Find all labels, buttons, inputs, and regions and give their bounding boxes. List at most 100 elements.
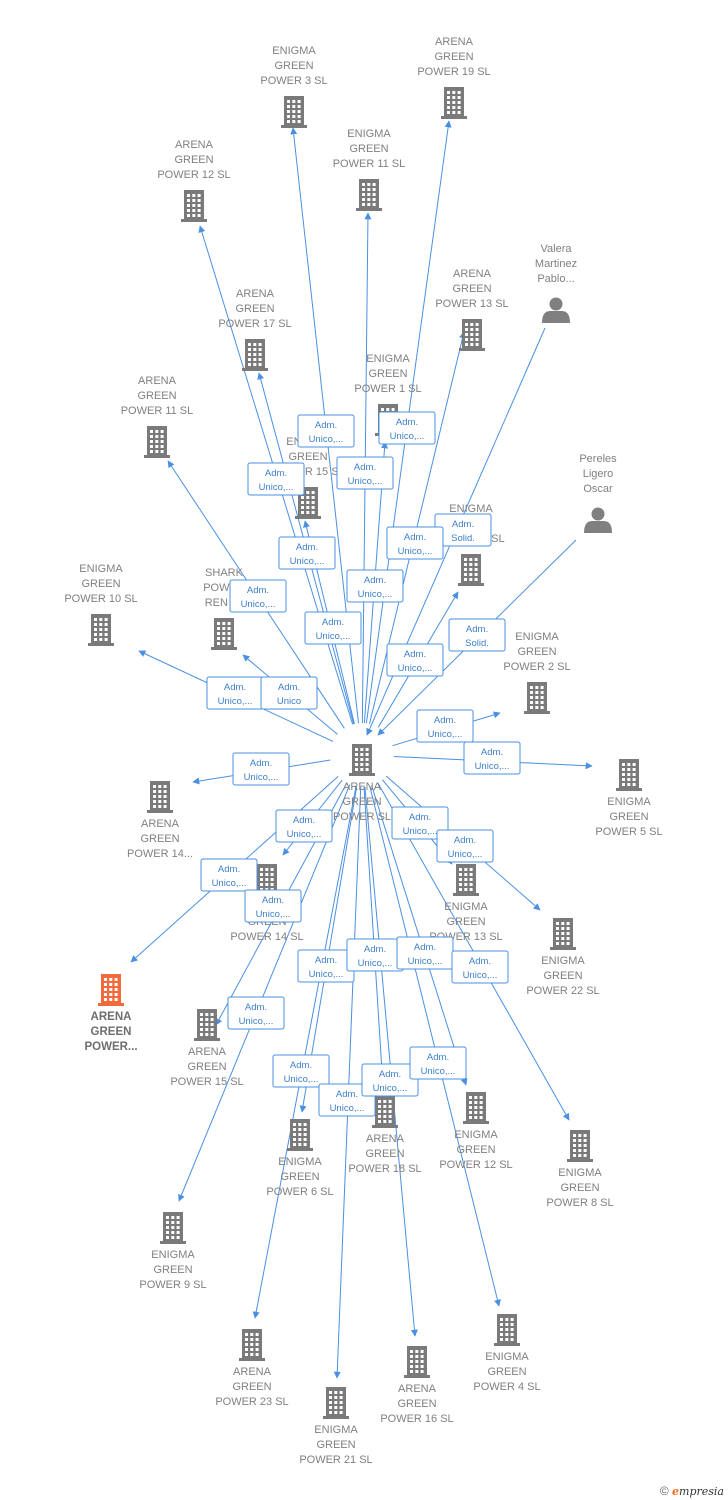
edge-label-n19[interactable]: Adm.Unico,... [391, 806, 449, 840]
edge-label-n4[interactable]: Adm.Unico,... [336, 456, 394, 490]
edge-label-n20[interactable]: Adm.Unico,... [436, 829, 494, 863]
edge-label-n21[interactable]: Adm.Unico,... [200, 858, 258, 892]
edge-label-n28[interactable]: Adm.Unico,... [272, 1054, 330, 1088]
company-icon[interactable] [458, 554, 484, 586]
company-icon[interactable] [144, 426, 170, 458]
edge-label-n30[interactable]: Adm.Unico,... [361, 1063, 419, 1097]
edge-label-n17[interactable]: Adm.Unico,... [232, 752, 290, 786]
company-icon[interactable] [494, 1314, 520, 1346]
node-label-line: GREEN [274, 60, 313, 72]
empresia-logo[interactable]: empresia [672, 1485, 724, 1498]
edge-label-n2[interactable]: Adm.Unico,... [378, 411, 436, 445]
node-label-line: POWER 19 SL [417, 66, 490, 78]
edge-label-n7[interactable]: Adm.Unico,... [278, 536, 336, 570]
edge-label-box [297, 414, 355, 448]
node-label-line: ENIGMA [449, 503, 493, 515]
edge-label-n24[interactable]: Adm.Unico,... [346, 938, 404, 972]
company-icon[interactable] [194, 1009, 220, 1041]
node-label-line: ENIGMA [347, 128, 391, 140]
company-icon[interactable] [404, 1346, 430, 1378]
node-label-line: GREEN [560, 1182, 599, 1194]
node-label-line: GREEN [543, 970, 582, 982]
company-icon[interactable] [550, 918, 576, 950]
edge-n28 [252, 786, 357, 1319]
edge-label-text: Adm. [404, 649, 426, 660]
company-icon[interactable] [88, 614, 114, 646]
node-label-line: POWER 22 SL [526, 985, 599, 997]
node-label-line: POWER 6 SL [266, 1186, 333, 1198]
node-label-line: POWER... [84, 1041, 137, 1053]
edge-label-n26[interactable]: Adm.Unico,... [451, 950, 509, 984]
edge-label-n27[interactable]: Adm.Unico,... [227, 996, 285, 1030]
company-icon[interactable] [372, 1096, 398, 1128]
edge-label-box [346, 569, 404, 603]
edge-label-text: Unico,... [316, 631, 351, 642]
company-icon[interactable] [281, 96, 307, 128]
edge-label-n31[interactable]: Adm.Unico,... [409, 1046, 467, 1080]
edge-label-text: Unico,... [348, 476, 383, 487]
node-label-line: SHARK [205, 567, 244, 579]
company-icon[interactable] [356, 179, 382, 211]
person-icon[interactable] [542, 297, 570, 324]
edge-label-n16[interactable]: Adm.Unico,... [463, 741, 521, 775]
edge-label-n3[interactable]: Adm.Unico,... [247, 462, 305, 496]
edge-label-n10[interactable]: Adm.Unico,... [304, 611, 362, 645]
node-label-line: POWER 4 SL [473, 1381, 540, 1393]
edge-label-n15[interactable]: Adm.Unico,... [416, 709, 474, 743]
edge-label-n22[interactable]: Adm.Unico,... [244, 889, 302, 923]
node-label-line: POWER 5 SL [595, 826, 662, 838]
node-label-line: ARENA [141, 818, 180, 830]
node-label-line: GREEN [140, 833, 179, 845]
node-label-line: ARENA [435, 36, 474, 48]
edge-label-n12[interactable]: Adm.Unico,... [386, 643, 444, 677]
edge-label-n5[interactable]: Adm.Solid. [434, 513, 492, 547]
node-label-line: GREEN [456, 1144, 495, 1156]
edge-label-text: Unico,... [373, 1083, 408, 1094]
edge-label-text: Solid. [465, 638, 489, 649]
node-label-line: GREEN [288, 451, 327, 463]
edge-label-box [229, 579, 287, 613]
company-icon[interactable] [616, 759, 642, 791]
edge-label-n6[interactable]: Adm.Unico,... [386, 526, 444, 560]
company-icon[interactable] [323, 1387, 349, 1419]
company-icon[interactable] [239, 1329, 265, 1361]
node-label-line: POWER 3 SL [260, 75, 327, 87]
company-icon[interactable] [453, 864, 479, 896]
edge-label-n11[interactable]: Adm.Solid. [448, 618, 506, 652]
company-icon[interactable] [147, 781, 173, 813]
edge-label-text: Adm. [336, 1089, 358, 1100]
company-icon[interactable] [181, 190, 207, 222]
company-icon[interactable] [160, 1212, 186, 1244]
company-icon[interactable] [287, 1119, 313, 1151]
edge-label-n25[interactable]: Adm.Unico,... [396, 936, 454, 970]
company-icon[interactable] [463, 1092, 489, 1124]
node-label-line: POWER 11 SL [333, 158, 406, 170]
edge-label-n29[interactable]: Adm.Unico,... [318, 1083, 376, 1117]
node-label-line: POWER 9 SL [139, 1279, 206, 1291]
node-label-line: ARENA [398, 1383, 437, 1395]
person-icon[interactable] [584, 507, 612, 534]
node-label-line: GREEN [397, 1398, 436, 1410]
edge-label-text: Unico,... [309, 434, 344, 445]
edge-label-n13[interactable]: Adm.Unico,... [206, 676, 264, 710]
edge-label-n14[interactable]: Adm.Unico [260, 676, 318, 710]
edge-label-n23[interactable]: Adm.Unico,... [297, 949, 355, 983]
company-icon[interactable] [211, 618, 237, 650]
company-icon[interactable] [524, 682, 550, 714]
edge-label-text: Adm. [427, 1052, 449, 1063]
highlighted-company-icon[interactable] [98, 974, 124, 1006]
center-company-icon[interactable] [349, 744, 375, 776]
edge-label-n1[interactable]: Adm.Unico,... [297, 414, 355, 448]
company-icon[interactable] [242, 339, 268, 371]
node-label-line: GREEN [365, 1148, 404, 1160]
company-icon[interactable] [441, 87, 467, 119]
edge-label-text: Adm. [250, 758, 272, 769]
node-label-line: ARENA [91, 1011, 132, 1023]
company-icon[interactable] [567, 1130, 593, 1162]
node-label-line: ENIGMA [485, 1351, 529, 1363]
edge-label-n9[interactable]: Adm.Unico,... [229, 579, 287, 613]
edge-label-n18[interactable]: Adm.Unico,... [275, 809, 333, 843]
edge-label-n8[interactable]: Adm.Unico,... [346, 569, 404, 603]
company-icon[interactable] [459, 319, 485, 351]
